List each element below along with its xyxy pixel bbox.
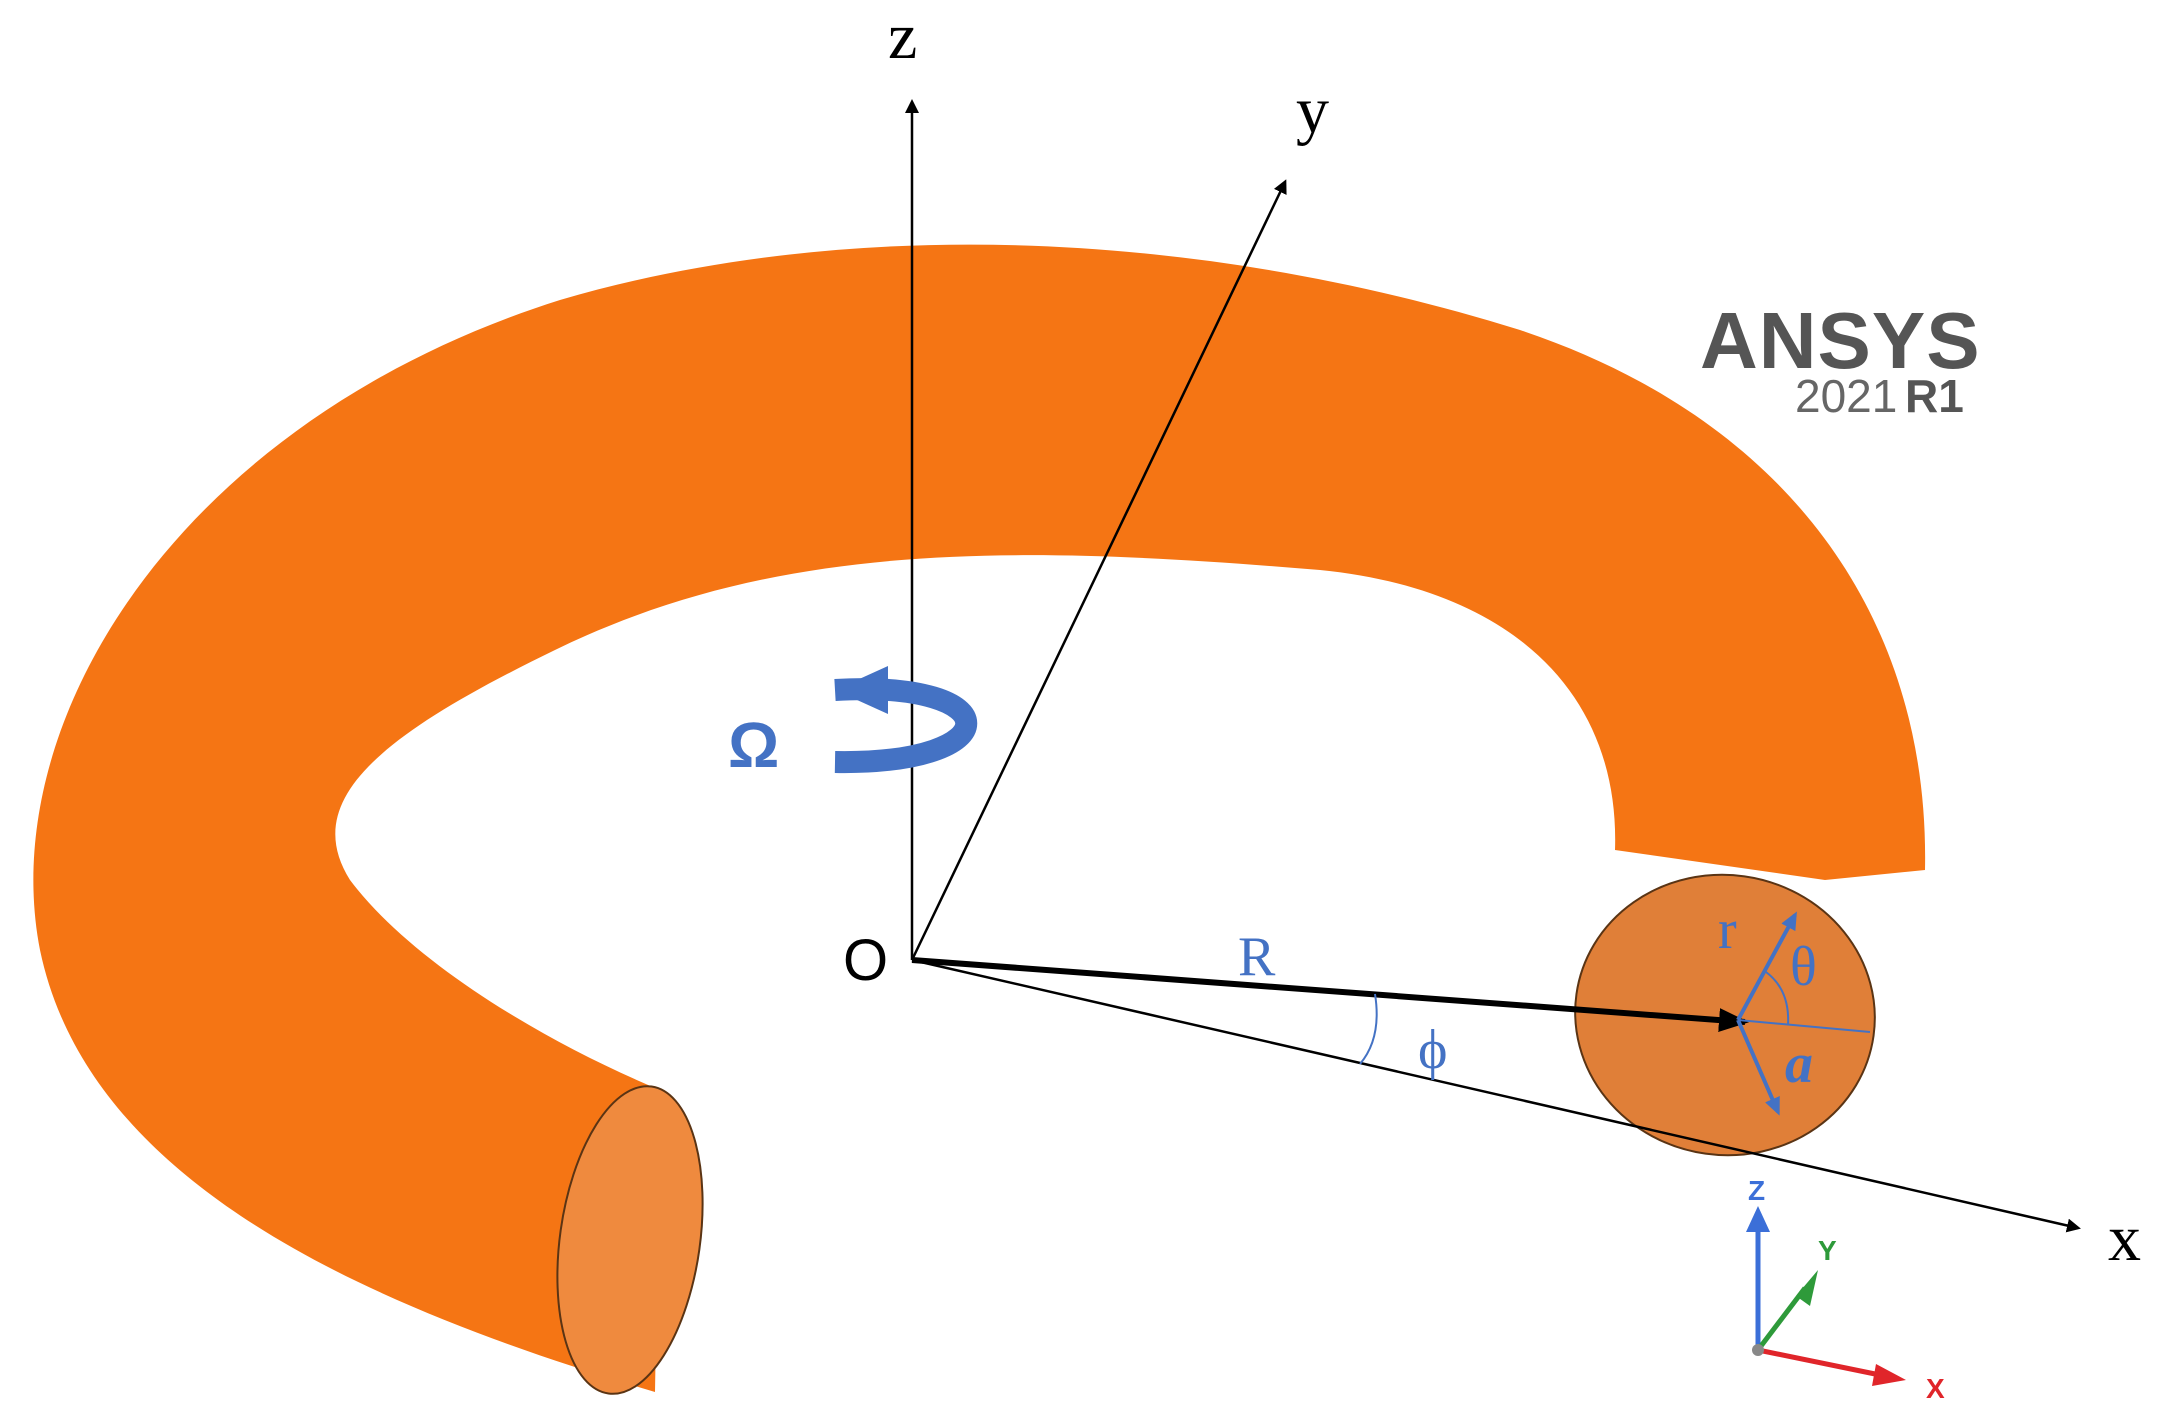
- cross-section-axis: [1737, 1019, 1871, 1033]
- rotation-arrow-icon: [834, 666, 977, 774]
- x-axis-label: x: [2108, 1202, 2141, 1275]
- phi-angle-arc: [1359, 993, 1378, 1065]
- triad-x-label: X: [1926, 1373, 1945, 1404]
- major-radius-label: R: [1238, 926, 1276, 988]
- ansys-year: 2021: [1795, 370, 1897, 422]
- theta-label: θ: [1790, 936, 1817, 998]
- z-axis-label: z: [888, 0, 917, 73]
- omega-label: Ω: [728, 709, 779, 781]
- tube-radius-label: a: [1785, 1033, 1813, 1095]
- theta-angle-arc: [1765, 971, 1790, 1026]
- coordinate-triad-icon: [1746, 1206, 1906, 1386]
- phi-label: ϕ: [1418, 1019, 1447, 1081]
- tube-radius-vector: [1736, 1019, 1780, 1116]
- torus-end-cap: [556, 1085, 704, 1395]
- x-axis: [911, 958, 2081, 1233]
- radius-vector: [911, 957, 1749, 1033]
- ansys-logo: ANSYS: [1700, 296, 1981, 385]
- y-axis-label: y: [1296, 74, 1329, 147]
- ansys-release: R1: [1905, 370, 1964, 422]
- minor-radius-vector: [1736, 911, 1797, 1021]
- torus-body: [33, 244, 1926, 1392]
- origin-label: O: [843, 928, 888, 993]
- triad-z-label: Z: [1748, 1175, 1765, 1206]
- triad-y-label: Y: [1818, 1235, 1837, 1266]
- y-axis: [910, 179, 1287, 961]
- minor-radius-label: r: [1718, 899, 1737, 961]
